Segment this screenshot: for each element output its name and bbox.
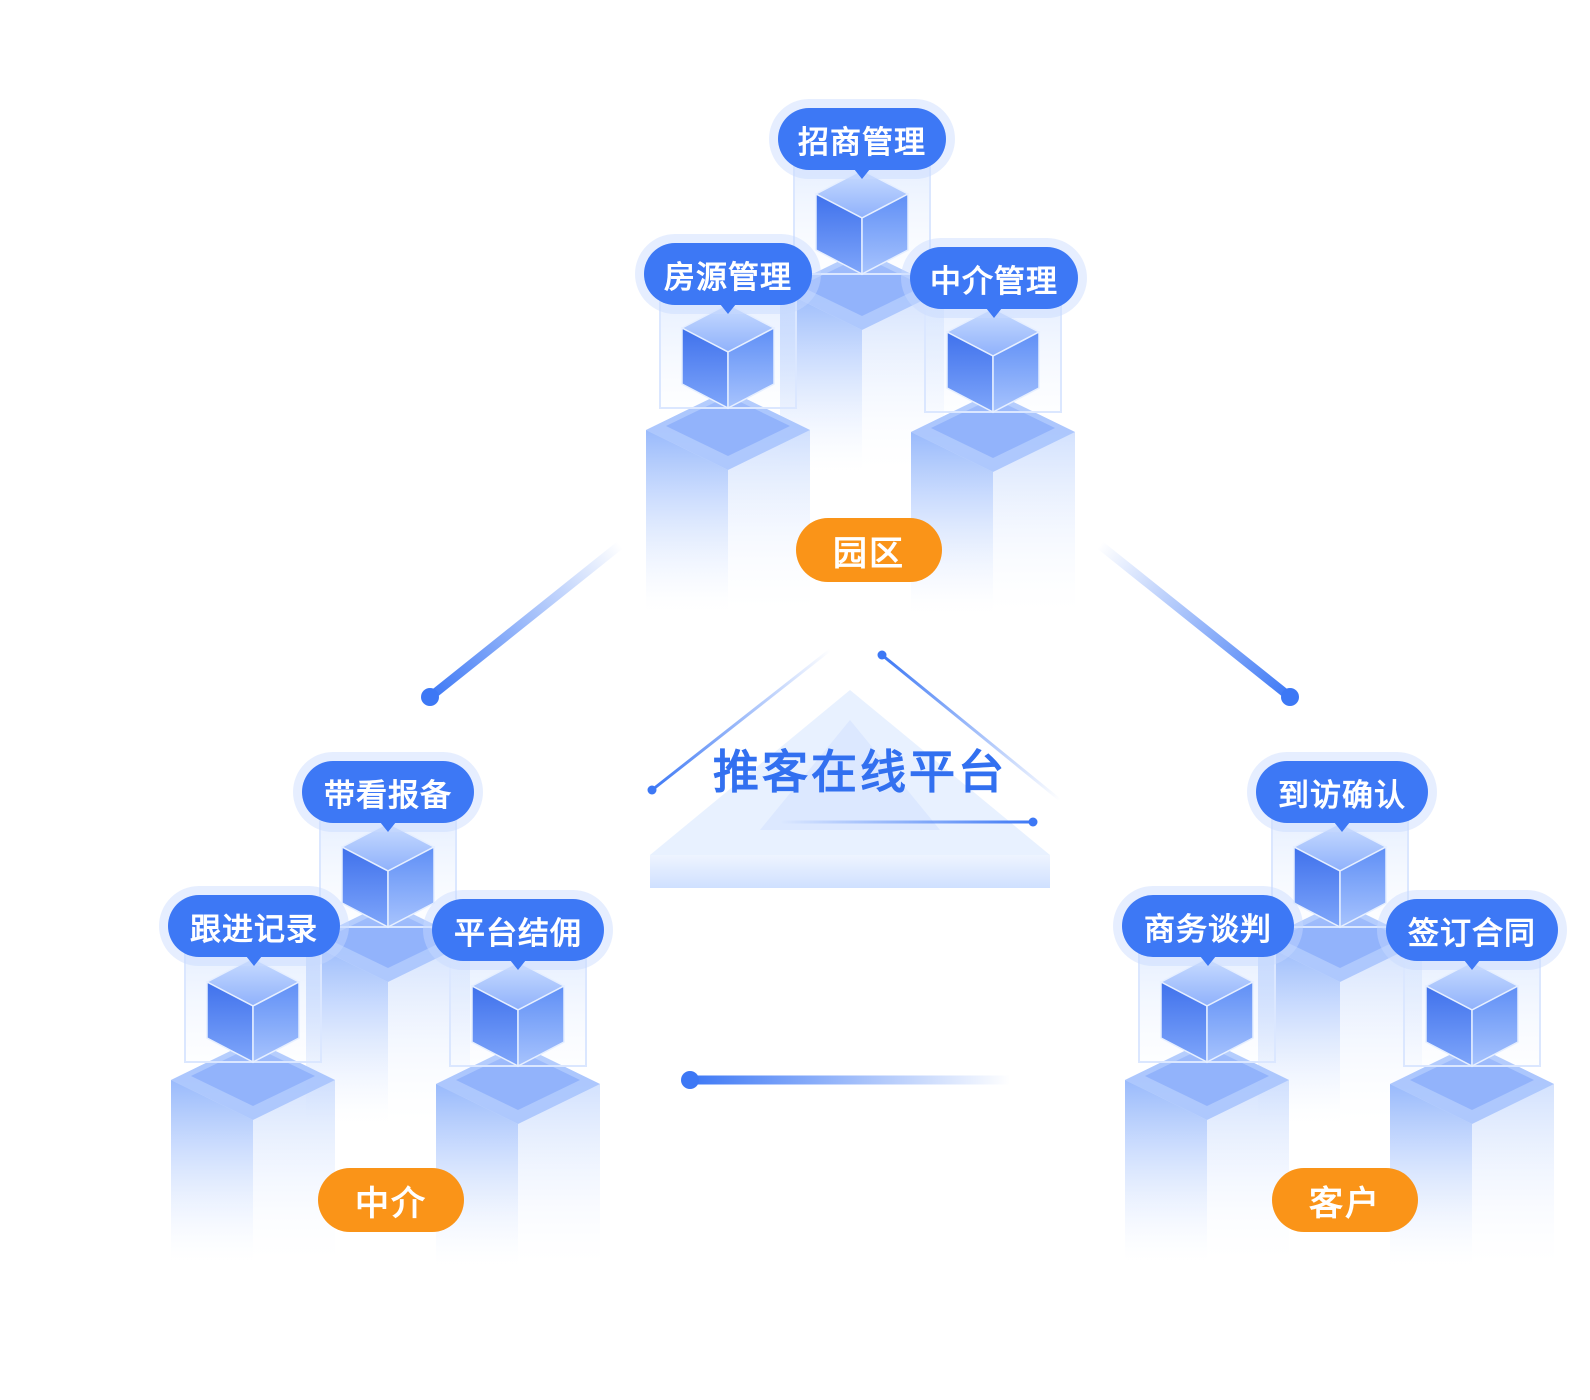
role-agent-badge: 中介: [318, 1168, 464, 1232]
role-customer-badge: 客户: [1272, 1168, 1418, 1232]
module-property-management: 房源管理: [644, 243, 812, 314]
module-sign-contract: 签订合同: [1386, 899, 1558, 970]
role-park-badge: 园区: [796, 518, 942, 582]
module-agent-management: 中介管理: [910, 247, 1078, 318]
platform-pyramid: [647, 648, 1061, 888]
module-follow-up-record: 跟进记录: [168, 895, 340, 966]
connector-park-agent: [425, 540, 625, 702]
platform-title: 推客在线平台: [713, 745, 1007, 799]
module-merchant-management: 招商管理: [778, 108, 946, 179]
connector-dot: [681, 1071, 699, 1089]
module-business-negotiation: 商务谈判: [1122, 895, 1294, 966]
connector-park-customer: [1095, 540, 1295, 702]
connector-dot: [1281, 688, 1299, 706]
connector-dot: [421, 688, 439, 706]
module-viewing-report: 带看报备: [302, 761, 474, 832]
module-visit-confirmation: 到访确认: [1256, 761, 1428, 832]
module-platform-commission: 平台结佣: [432, 899, 604, 970]
